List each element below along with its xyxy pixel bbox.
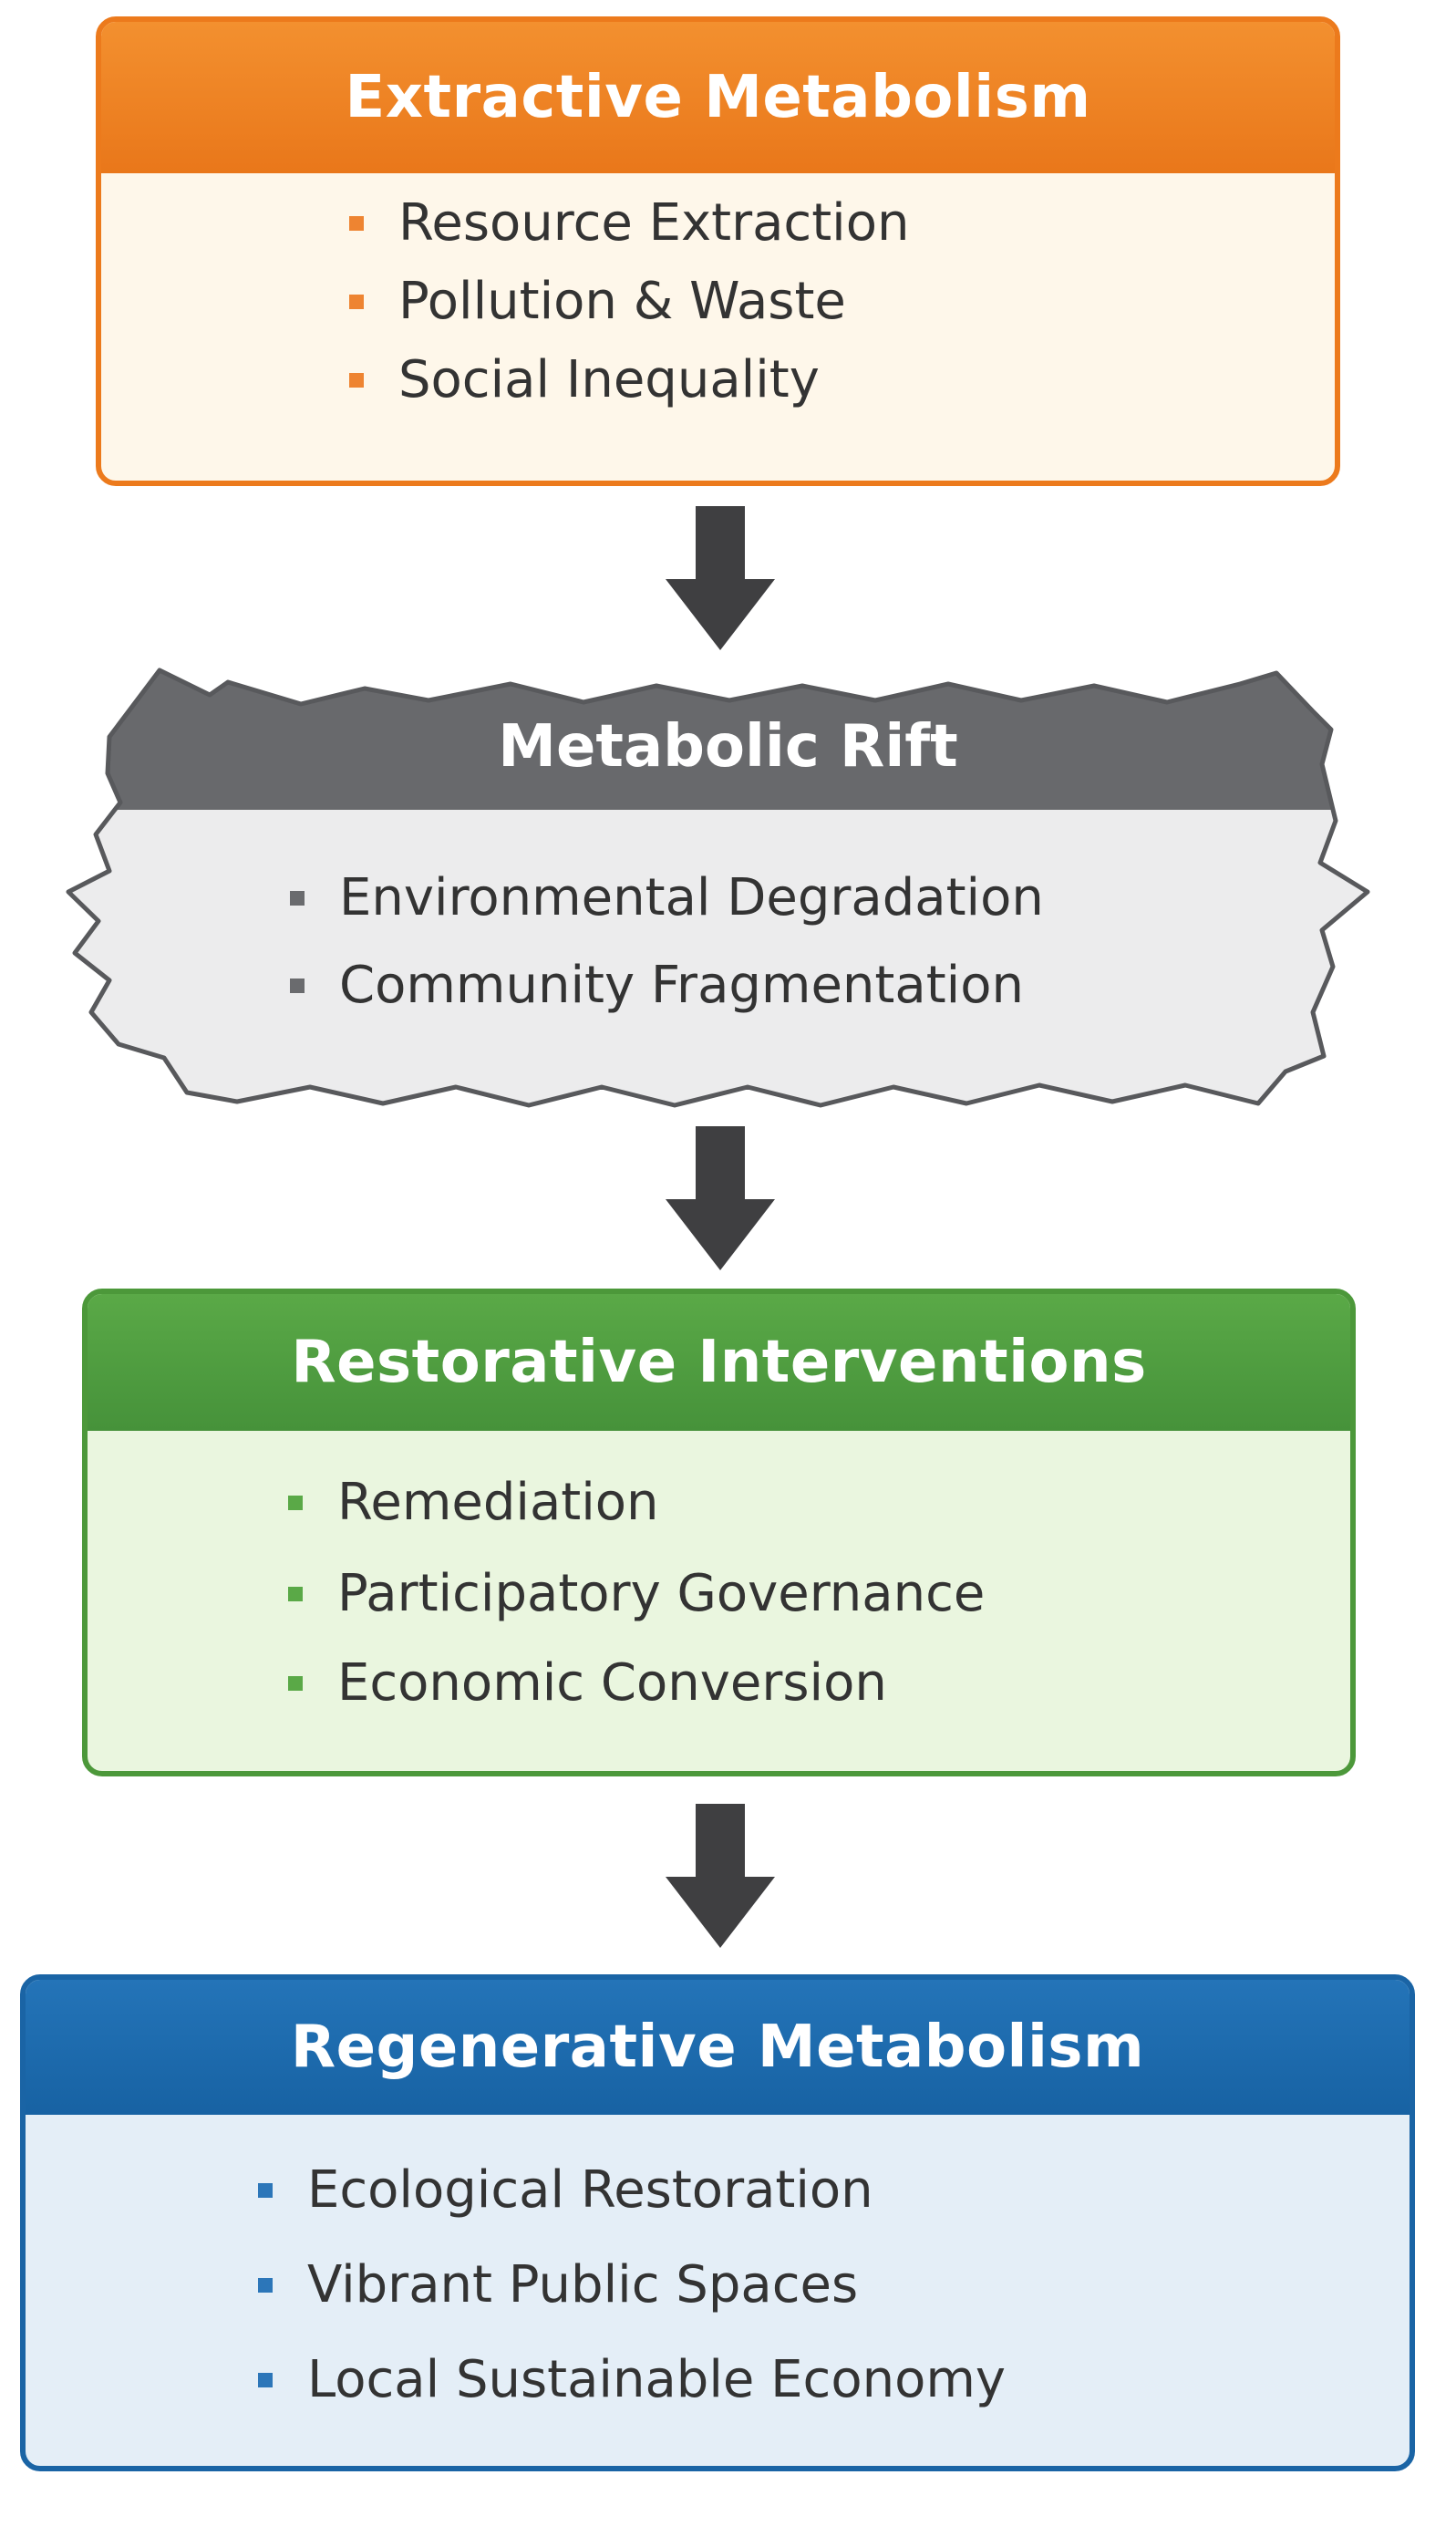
list-item: Community Fragmentation — [290, 956, 1024, 1015]
bullet-icon — [288, 1675, 303, 1691]
list-item: Social Inequality — [349, 350, 820, 409]
bullet-icon — [288, 1495, 303, 1510]
list-item-label: Economic Conversion — [337, 1653, 887, 1713]
list-item-label: Environmental Degradation — [339, 868, 1044, 927]
bullet-icon — [349, 294, 364, 309]
extractive-metabolism-box: Extractive Metabolism Resource Extractio… — [96, 16, 1340, 486]
bullet-icon — [349, 372, 364, 388]
list-item: Remediation — [288, 1473, 659, 1532]
list-item: Economic Conversion — [288, 1653, 887, 1713]
list-item-label: Social Inequality — [398, 350, 820, 409]
restorative-interventions-box: Restorative Interventions Remediation Pa… — [82, 1289, 1356, 1776]
list-item-label: Vibrant Public Spaces — [307, 2255, 859, 2314]
down-arrow-icon — [666, 506, 775, 650]
bullet-icon — [258, 2277, 273, 2293]
list-item-label: Resource Extraction — [398, 193, 910, 253]
list-item: Vibrant Public Spaces — [258, 2255, 858, 2314]
list-item-label: Local Sustainable Economy — [307, 2350, 1007, 2409]
list-item: Participatory Governance — [288, 1564, 985, 1623]
list-item: Ecological Restoration — [258, 2160, 873, 2220]
bullet-icon — [288, 1586, 303, 1601]
bullet-icon — [290, 978, 305, 993]
list-item-label: Participatory Governance — [337, 1564, 986, 1623]
list-item-label: Ecological Restoration — [307, 2160, 873, 2220]
down-arrow-icon — [666, 1804, 775, 1948]
regenerative-metabolism-box: Regenerative Metabolism Ecological Resto… — [20, 1974, 1415, 2471]
bullet-icon — [258, 2372, 273, 2387]
regenerative-metabolism-title: Regenerative Metabolism — [26, 1980, 1410, 2115]
list-item-label: Remediation — [337, 1473, 659, 1532]
list-item: Environmental Degradation — [290, 868, 1044, 927]
extractive-metabolism-title: Extractive Metabolism — [101, 22, 1335, 173]
list-item: Pollution & Waste — [349, 272, 846, 331]
bullet-icon — [349, 215, 364, 231]
down-arrow-icon — [666, 1126, 775, 1270]
metabolic-rift-title: Metabolic Rift — [498, 713, 958, 781]
bullet-icon — [258, 2182, 273, 2198]
restorative-interventions-title: Restorative Interventions — [88, 1294, 1350, 1431]
list-item-label: Pollution & Waste — [398, 272, 846, 331]
list-item: Resource Extraction — [349, 193, 910, 253]
list-item-label: Community Fragmentation — [339, 956, 1024, 1015]
list-item: Local Sustainable Economy — [258, 2350, 1006, 2409]
bullet-icon — [290, 890, 305, 906]
